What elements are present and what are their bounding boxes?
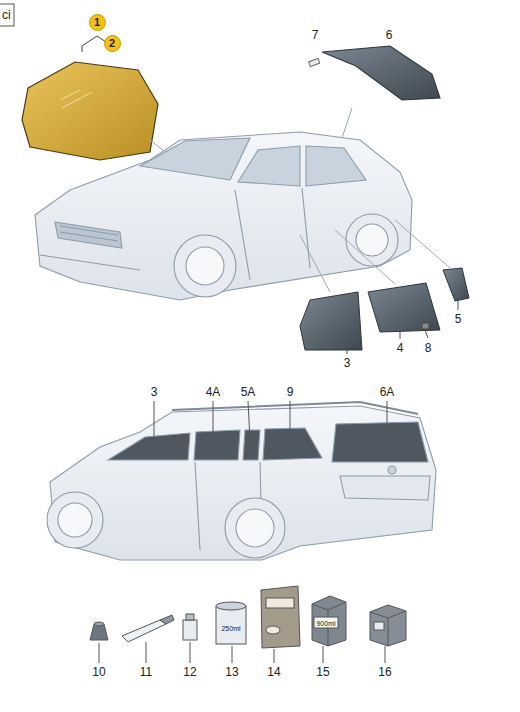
callout-number: 6 <box>386 29 393 41</box>
callout-number: 3 <box>344 357 351 369</box>
callout-number: 2 <box>109 38 115 49</box>
callout-number: 10 <box>92 666 105 678</box>
callout-number: 15 <box>316 666 329 678</box>
callout-number: 3 <box>151 386 158 398</box>
callout-number: 13 <box>225 666 238 678</box>
callout-number: 16 <box>378 666 391 678</box>
callout-number: 1 <box>94 17 100 28</box>
callout-number: 7 <box>312 29 319 41</box>
callout-circle: 2 <box>104 35 121 52</box>
volume-label: 250ml <box>221 625 240 632</box>
callout-number: 12 <box>183 666 196 678</box>
callout-number: 5A <box>241 386 256 398</box>
callout-circle: 1 <box>89 14 106 31</box>
callout-number: 5 <box>455 313 462 325</box>
callout-number: 6A <box>380 386 395 398</box>
callout-number: 4 <box>397 342 404 354</box>
callout-number: 14 <box>267 666 280 678</box>
callout-number: 4A <box>206 386 221 398</box>
corner-label: ci <box>2 9 11 21</box>
callout-number: 11 <box>140 666 152 678</box>
callout-number: 9 <box>287 386 294 398</box>
volume-label: 900ml <box>316 619 335 626</box>
callout-number: 8 <box>425 342 432 354</box>
